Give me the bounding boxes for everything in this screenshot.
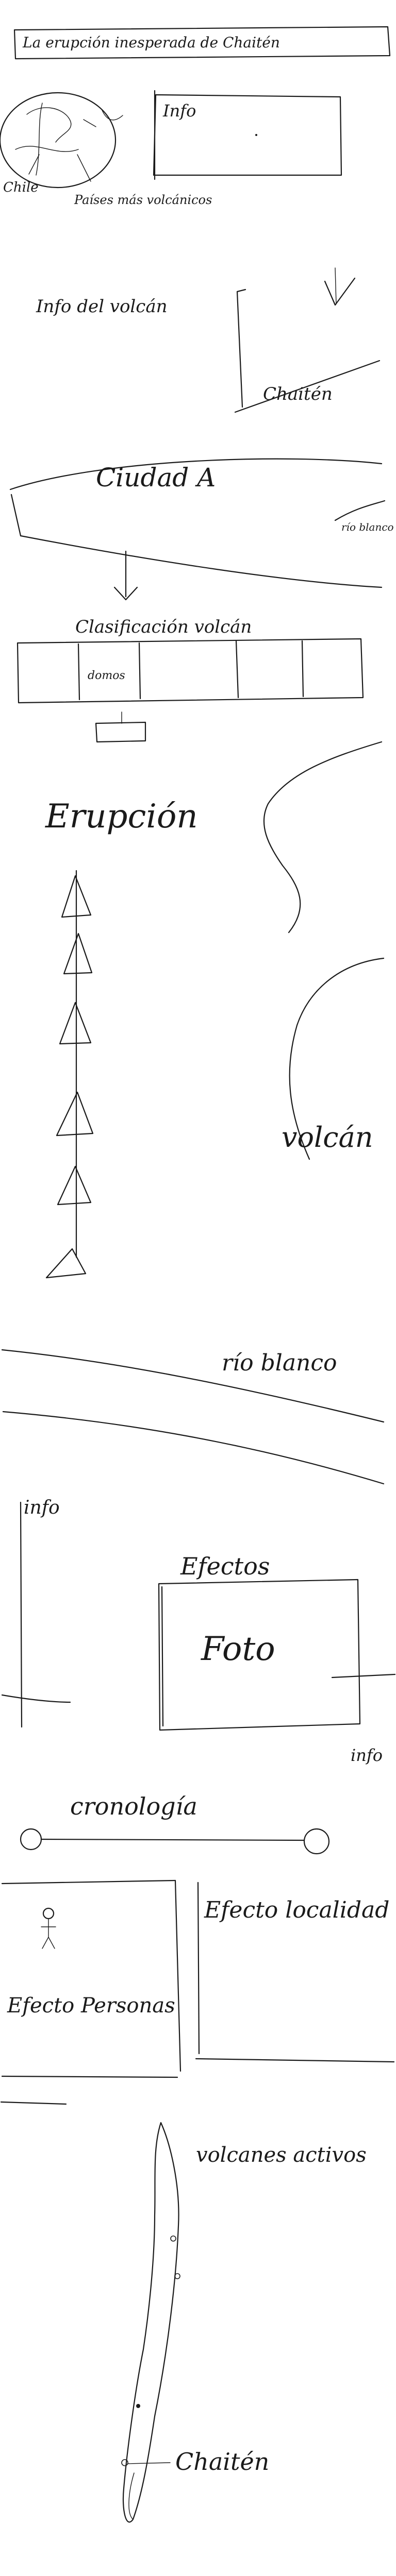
info-corner-right xyxy=(331,1673,396,1679)
valley-lines xyxy=(9,458,386,588)
effects-frame xyxy=(1,1879,395,2078)
chile-label: Chile xyxy=(3,180,39,195)
down-arrow xyxy=(113,550,138,601)
classification-header: Clasificación volcán xyxy=(75,617,252,637)
page-title: La erupción inesperada de Chaitén xyxy=(22,34,280,51)
volcano-outline xyxy=(263,741,385,1160)
info-box xyxy=(153,90,342,180)
countries-label: Países más volcánicos xyxy=(74,193,212,207)
classification-table xyxy=(16,638,364,704)
active-volcanoes-heading: volcanes activos xyxy=(196,2143,367,2167)
river-label: río blanco xyxy=(341,521,394,533)
timeline-label: cronología xyxy=(70,1792,197,1820)
city-label: Ciudad A xyxy=(96,463,216,493)
chaiten-map-label: Chaitén xyxy=(175,2448,269,2476)
info-label-right: info xyxy=(351,1745,383,1765)
volcano-info-label: Info del volcán xyxy=(36,296,168,317)
photo-box xyxy=(158,1579,361,1731)
info-label: Info xyxy=(162,101,196,121)
chile-map xyxy=(121,2122,180,2523)
personal-effect-label: Efecto Personas xyxy=(7,1994,175,2018)
info-column-left xyxy=(1,1501,71,1728)
domos-cell: domos xyxy=(88,669,125,682)
eruption-title: Erupción xyxy=(45,798,198,836)
volcano-frame xyxy=(234,267,381,413)
volcano-name-label: Chaitén xyxy=(263,384,333,404)
effects-label: Efectos xyxy=(180,1552,270,1580)
chronology-line xyxy=(20,1828,330,1855)
section-divider xyxy=(0,2101,67,2105)
timeline-triangles xyxy=(45,870,94,1279)
countries-pointer xyxy=(77,154,91,182)
small-stamp-box xyxy=(95,711,146,743)
globe-icon xyxy=(0,92,123,189)
river-label-2: río blanco xyxy=(222,1350,337,1376)
river-lines xyxy=(1,1349,385,1485)
chile-pointer xyxy=(28,154,40,175)
title-box xyxy=(13,26,391,60)
eruption-volcano-label: volcán xyxy=(282,1121,373,1154)
person-icon xyxy=(41,1907,56,1949)
info-label-left: info xyxy=(24,1497,60,1518)
local-effect-label: Efecto localidad xyxy=(204,1897,389,1923)
photo-label: Foto xyxy=(201,1630,275,1668)
